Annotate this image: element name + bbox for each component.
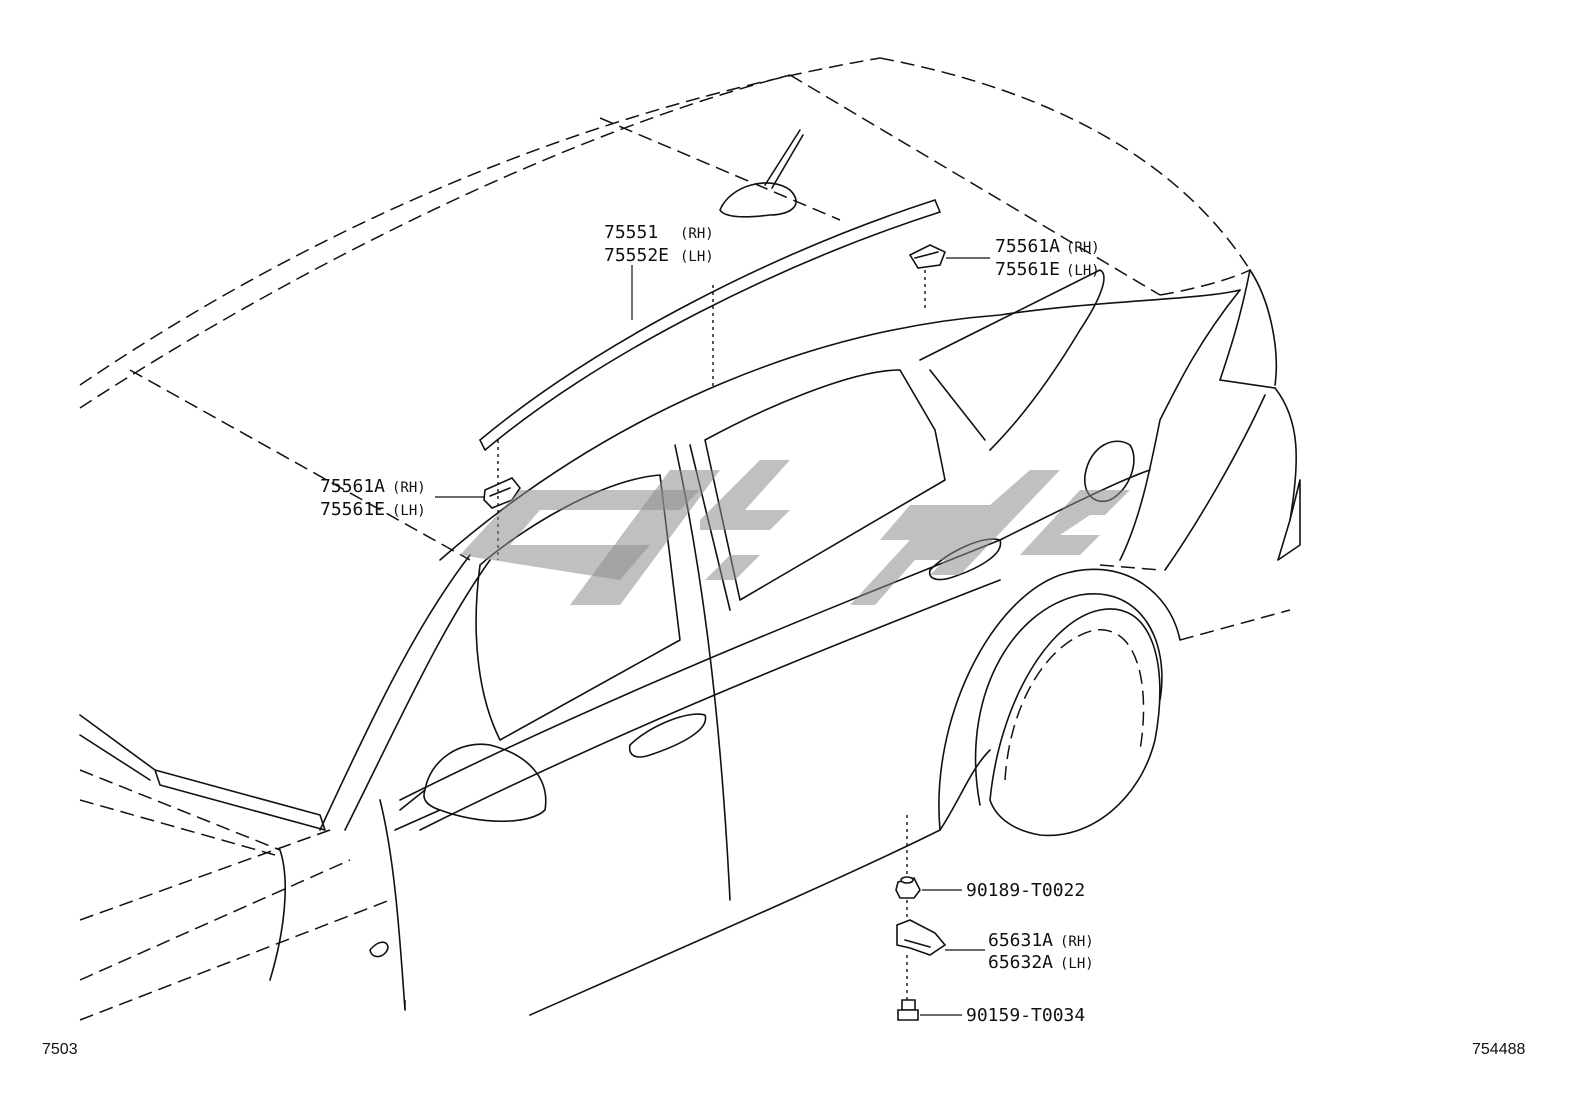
footer-right-code: 754488 [1472, 1041, 1525, 1058]
label-75561E-front-side: (LH) [392, 503, 426, 519]
label-65632A-side: (LH) [1060, 956, 1094, 972]
rear-clip [908, 244, 947, 269]
label-75561E-rear-side: (LH) [1066, 263, 1100, 279]
label-65631A: 65631A [988, 930, 1053, 951]
label-75561E-front: 75561E [320, 499, 385, 520]
label-75561A-front-side: (RH) [392, 480, 426, 496]
part-labels: 75551 (RH) 75552E (LH) 75561A (RH) 75561… [320, 222, 1100, 1026]
label-75551: 75551 [604, 222, 658, 243]
label-75561A-rear: 75561A [995, 236, 1060, 257]
label-65631A-side: (RH) [1060, 934, 1094, 950]
nut-part [895, 876, 921, 899]
screw-part [897, 999, 919, 1021]
mudguard-part [896, 919, 947, 956]
label-65632A: 65632A [988, 952, 1053, 973]
roof-moulding [479, 199, 941, 451]
car-outline [79, 57, 1301, 1021]
label-90189-T0022: 90189-T0022 [966, 880, 1085, 901]
footer-left-code: 7503 [42, 1041, 78, 1058]
label-90159-T0034: 90159-T0034 [966, 1005, 1085, 1026]
watermark-logo [460, 460, 1130, 605]
label-75561A-front: 75561A [320, 476, 385, 497]
label-75561A-rear-side: (RH) [1066, 240, 1100, 256]
label-75552E: 75552E [604, 245, 669, 266]
label-75552E-side: (LH) [680, 249, 714, 265]
leader-lines [435, 257, 990, 1016]
label-75561E-rear: 75561E [995, 259, 1060, 280]
label-75551-side: (RH) [680, 226, 714, 242]
